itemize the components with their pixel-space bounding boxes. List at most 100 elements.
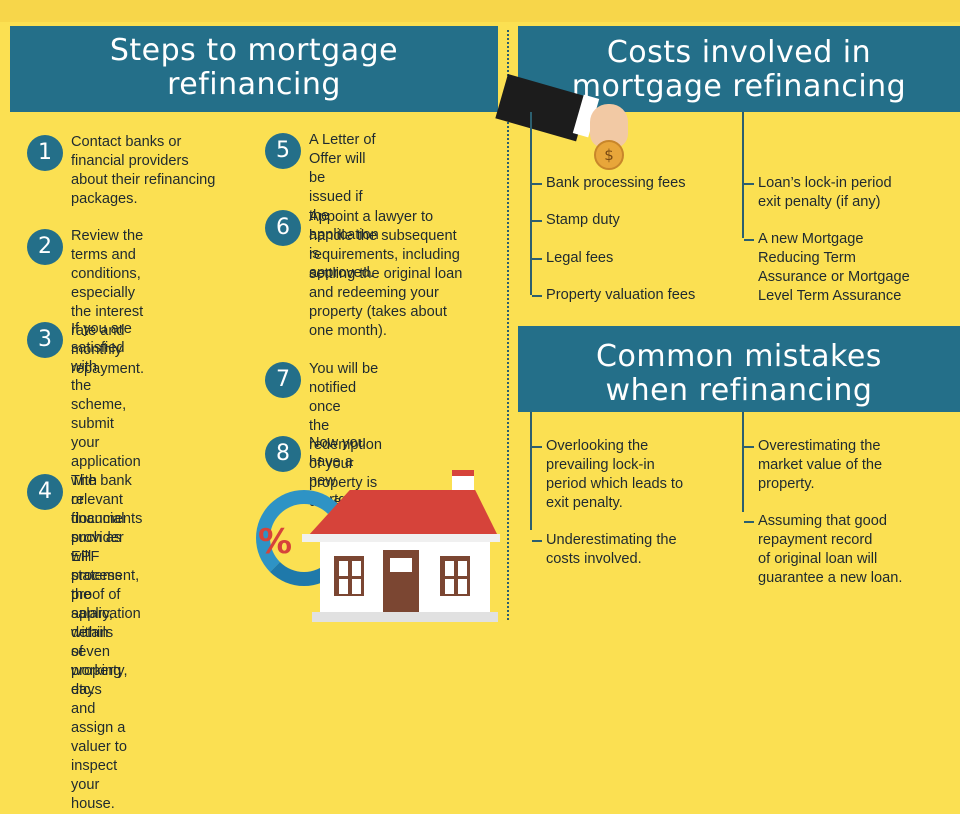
bullet-tick [744, 521, 754, 523]
step-text: Appoint a lawyer to handle the subsequen… [309, 208, 485, 341]
window-right [440, 556, 470, 596]
step-number-badge: 1 [27, 135, 63, 171]
step-text: A Letter of Offer will be issued if the … [309, 131, 379, 283]
costs-item: Legal fees [532, 249, 614, 268]
bullet-line: costs involved. [546, 551, 642, 567]
step-line: Contact banks or [71, 134, 182, 150]
step-line: issued if the application [309, 189, 379, 243]
steps-banner: Steps to mortgage refinancing [10, 26, 498, 112]
step-line: is approved. [309, 246, 374, 281]
mistakes-item: Underestimating the costs involved. [532, 531, 677, 569]
mistakes-right-connector [742, 412, 744, 512]
step-number-badge: 6 [265, 210, 301, 246]
step-line: the scheme, submit [71, 378, 127, 432]
roof [308, 490, 498, 536]
step-number-badge: 8 [265, 436, 301, 472]
bullet-line: Overlooking the [546, 438, 649, 454]
bullet-line: period which leads to [546, 476, 684, 492]
bullet-line: Property valuation fees [546, 287, 696, 303]
step-line: requirements, including [309, 247, 460, 263]
coin-icon: $ [594, 140, 624, 170]
mistakes-title-line2: when refinancing [605, 373, 873, 408]
step-line: your application with [71, 435, 141, 489]
step-line: If you are satisfied with [71, 321, 132, 375]
mistakes-title-line1: Common mistakes [596, 339, 882, 374]
bullet-line: repayment record [758, 532, 873, 548]
mistakes-item: Overestimating the market value of the p… [744, 437, 883, 494]
costs-item: A new Mortgage Reducing Term Assurance o… [744, 230, 910, 306]
bullet-line: Assurance or Mortgage [758, 269, 910, 285]
house-base [312, 612, 498, 622]
house-illustration: % [250, 460, 500, 624]
door [383, 550, 419, 614]
bullet-line: Bank processing fees [546, 175, 686, 191]
step-number-badge: 4 [27, 474, 63, 510]
step-line: relevant documents [71, 492, 143, 527]
step-number-badge: 2 [27, 229, 63, 265]
step-line: property (takes about [309, 304, 447, 320]
top-strip [0, 0, 960, 22]
costs-left-connector [530, 112, 532, 295]
bullet-line: property. [758, 476, 815, 492]
bullet-line: Underestimating the [546, 532, 677, 548]
steps-title-line1: Steps to mortgage [109, 33, 399, 68]
step-line: about their refinancing [71, 172, 216, 188]
section-divider [507, 30, 509, 620]
step-line: conditions, especially [71, 266, 141, 301]
mistakes-item: Assuming that good repayment record of o… [744, 512, 903, 588]
window-left [334, 556, 364, 596]
bullet-line: Legal fees [546, 250, 614, 266]
steps-title-line2: refinancing [167, 67, 341, 102]
bullet-line: Level Term Assurance [758, 288, 902, 304]
roof-edge [302, 534, 500, 542]
bullet-tick [532, 540, 542, 542]
bullet-tick [532, 258, 542, 260]
step-line: You will be notified once [309, 361, 379, 415]
bullet-tick [532, 295, 542, 297]
step-line: provider will process [71, 530, 124, 584]
bullet-line: prevailing lock-in [546, 457, 655, 473]
step-line: the application within [71, 587, 141, 641]
step-number-badge: 3 [27, 322, 63, 358]
step-text: Contact banks or financial providers abo… [71, 133, 239, 209]
step-line: A Letter of Offer will be [309, 132, 376, 186]
step-line: and assign a valuer to [71, 701, 127, 755]
bullet-line: A new Mortgage [758, 231, 864, 247]
costs-item: Property valuation fees [532, 286, 696, 305]
step-line: settling the original loan [309, 266, 463, 282]
bullet-line: exit penalty (if any) [758, 194, 881, 210]
step-line: the redemption of your [309, 418, 383, 472]
bullet-tick [744, 239, 754, 241]
bullet-tick [744, 446, 754, 448]
mistakes-banner: Common mistakes when refinancing [518, 326, 960, 412]
bullet-tick [744, 183, 754, 185]
hand-with-coin-illustration: $ [495, 74, 648, 174]
percent-icon: % [258, 522, 293, 562]
step-line: Now you have a new [309, 435, 366, 489]
costs-item: Bank processing fees [532, 174, 686, 193]
bullet-line: Overestimating the [758, 438, 881, 454]
step-line: and redeeming your [309, 285, 439, 301]
step-line: Appoint a lawyer to [309, 209, 434, 225]
step-line: such as EPF statement, [71, 530, 140, 584]
step-number-badge: 5 [265, 133, 301, 169]
bullet-line: Stamp duty [546, 212, 620, 228]
bullet-line: exit penalty. [546, 495, 623, 511]
bullet-line: Assuming that good [758, 513, 887, 529]
step-line: Review the terms and [71, 228, 144, 263]
bullet-tick [532, 220, 542, 222]
step-text: Review the terms and conditions, especia… [71, 227, 144, 379]
bullet-line: Loan’s lock-in period [758, 175, 892, 191]
mistakes-item: Overlooking the prevailing lock-in perio… [532, 437, 684, 513]
bullet-line: market value of the [758, 457, 883, 473]
costs-right-connector [742, 112, 744, 238]
costs-item: Loan’s lock-in period exit penalty (if a… [744, 174, 892, 212]
step-line: monthly repayment. [71, 342, 145, 377]
bullet-tick [532, 446, 542, 448]
door-window [390, 558, 412, 572]
step-line: The bank or financial [71, 473, 132, 527]
bullet-line: of original loan will [758, 551, 878, 567]
costs-title-line2: mortgage refinancing [571, 69, 907, 104]
bullet-line: guarantee a new loan. [758, 570, 903, 586]
